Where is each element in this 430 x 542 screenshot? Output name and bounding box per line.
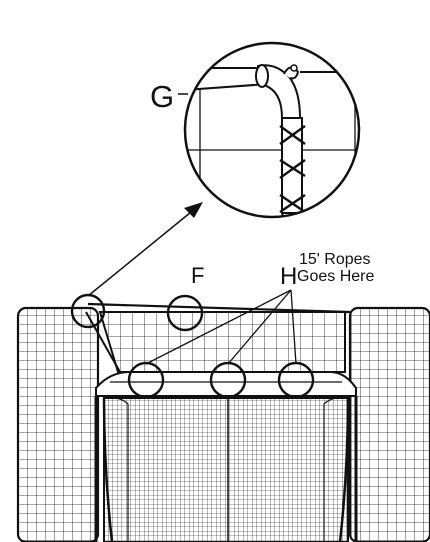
goal-posts <box>94 396 358 542</box>
callout-circle-h-left <box>127 361 165 399</box>
magnified-detail <box>183 41 361 219</box>
left-side-panel <box>16 306 100 542</box>
callout-circle-f <box>166 294 204 332</box>
top-net <box>85 302 351 373</box>
label-f: F <box>191 263 204 288</box>
goal-net <box>102 396 350 542</box>
callout-arrow <box>87 202 203 297</box>
rope-note-line1: 15' Ropes <box>299 251 371 268</box>
rope-note-line2: Goes Here <box>297 268 374 285</box>
right-side-panel <box>348 306 430 542</box>
label-g: G <box>150 79 174 114</box>
leader-lines-h <box>145 289 297 365</box>
callout-circle-corner <box>70 293 106 329</box>
label-h: H <box>280 263 297 290</box>
